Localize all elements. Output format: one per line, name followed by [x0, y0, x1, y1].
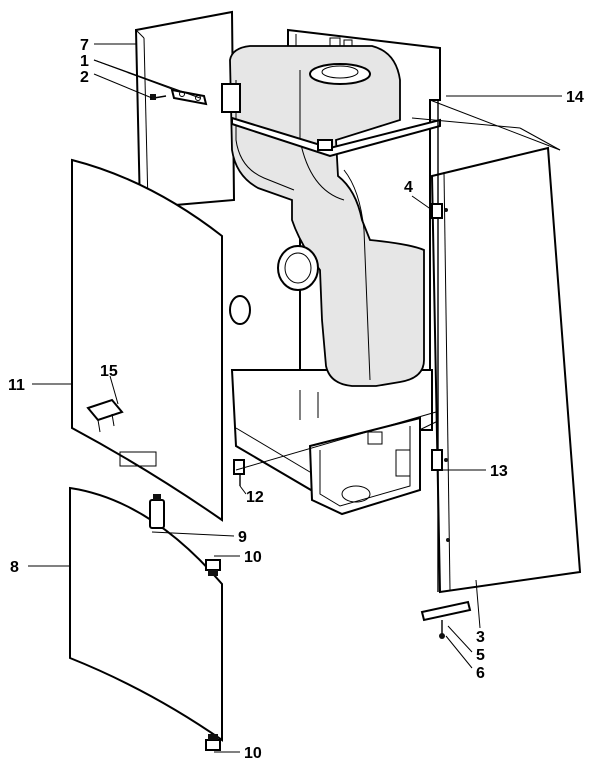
- label-4: 4: [404, 179, 413, 196]
- label-12: 12: [246, 489, 264, 506]
- label-10-upper: 10: [244, 549, 262, 566]
- label-14: 14: [566, 89, 584, 106]
- label-13: 13: [490, 463, 508, 480]
- small-parts: [149, 88, 472, 751]
- label-7: 7: [80, 37, 89, 54]
- label-8: 8: [10, 559, 19, 576]
- label-2: 2: [80, 69, 89, 86]
- label-3: 3: [476, 629, 485, 646]
- label-10-lower: 10: [244, 745, 262, 762]
- boiler-body: [221, 45, 425, 387]
- front-lower-panel: [69, 486, 223, 742]
- right-side-panel: [430, 100, 582, 594]
- front-upper-panel: [71, 158, 223, 522]
- label-6: 6: [476, 665, 485, 682]
- control-box: [308, 416, 421, 516]
- leader-lines: [28, 43, 562, 753]
- left-side-panel: [134, 10, 236, 210]
- label-9: 9: [238, 529, 247, 546]
- label-5: 5: [476, 647, 485, 664]
- label-11: 11: [8, 377, 25, 394]
- label-1: 1: [80, 53, 89, 70]
- top-crossbar: [231, 116, 441, 158]
- label-15: 15: [100, 363, 118, 380]
